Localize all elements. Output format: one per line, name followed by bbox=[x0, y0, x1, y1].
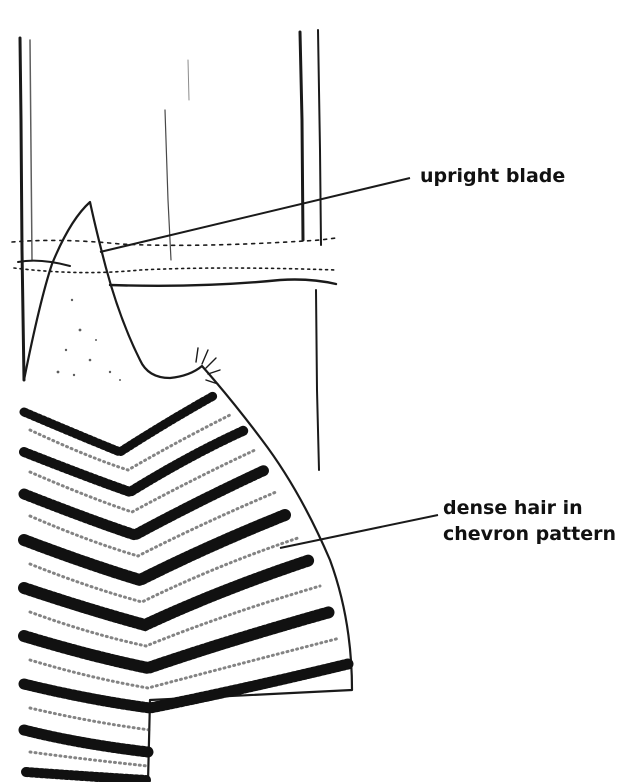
blade-bristles bbox=[196, 348, 220, 384]
stem-right-edge-inner bbox=[318, 30, 321, 245]
blade-stipple bbox=[57, 299, 121, 381]
stem-left-edge-inner bbox=[30, 40, 32, 260]
hair-strokes-light bbox=[30, 414, 340, 766]
stem-outline bbox=[20, 30, 321, 470]
hair-chevrons bbox=[24, 395, 348, 780]
stem-right-edge bbox=[300, 32, 303, 240]
label-dense-hair-line1: dense hair in bbox=[443, 495, 616, 521]
leader-line-dense-hair bbox=[280, 515, 438, 548]
label-dense-hair: dense hair in chevron pattern bbox=[443, 495, 616, 547]
stem-faint-line bbox=[165, 110, 171, 260]
leader-line-upright-blade bbox=[100, 178, 410, 252]
label-upright-blade: upright blade bbox=[420, 163, 565, 189]
stem-left-edge bbox=[20, 38, 24, 380]
stem-faint-line-2 bbox=[188, 60, 189, 100]
label-dense-hair-line2: chevron pattern bbox=[443, 521, 616, 547]
stem-right-lower-edge bbox=[316, 290, 319, 470]
